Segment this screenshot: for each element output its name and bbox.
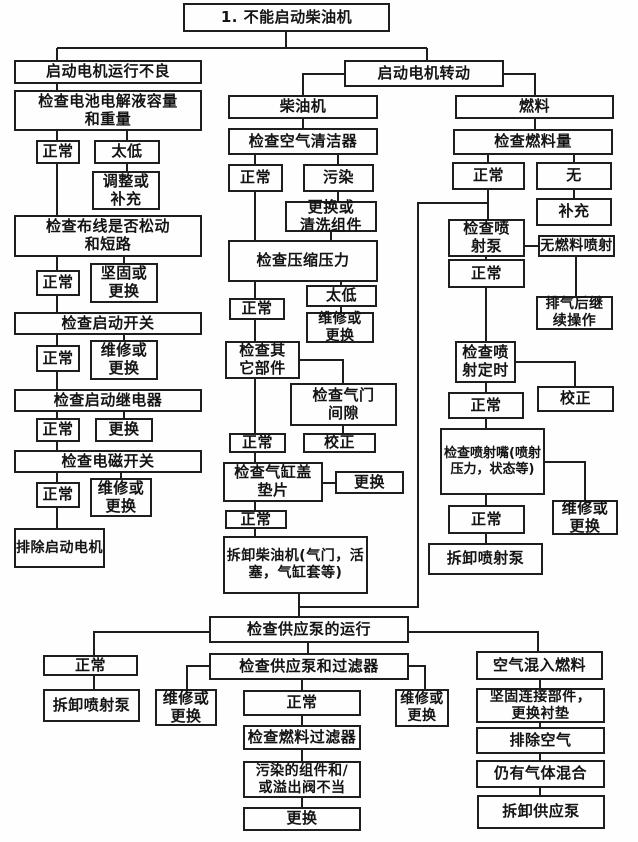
node-start-switch-repair-or-replace: 维修或 更换: [90, 340, 158, 380]
node-air-cleaner-normal: 正常: [228, 164, 283, 192]
node-wiring-normal: 正常: [36, 270, 80, 296]
node-check-supply-pump-filter: 检查供应泵和过滤器: [209, 653, 409, 680]
node-adjust-or-refill: 调整或 补充: [92, 171, 160, 210]
node-dirty-parts-overflow-valve: 污染的组件和/ 或溢出阀不当: [243, 761, 361, 798]
node-start-switch-normal: 正常: [36, 345, 80, 372]
node-check-start-relay: 检查启动继电器: [14, 389, 202, 412]
node-check-air-cleaner: 检查空气清洁器: [228, 128, 378, 155]
node-timing-adjust: 校正: [537, 386, 614, 412]
node-supply-filter-normal: 正常: [243, 690, 361, 716]
node-compression-low: 太低: [306, 285, 377, 307]
node-bleed-air: 排除空气: [476, 727, 605, 754]
node-cannot-start-diesel: 1. 不能启动柴油机: [183, 3, 390, 32]
node-check-fuel-level: 检查燃料量: [453, 129, 613, 155]
node-replace-or-clean-parts: 更换或 清洗组件: [285, 198, 377, 233]
node-battery-normal: 正常: [36, 140, 80, 164]
node-air-mixed-in-fuel: 空气混入燃料: [476, 651, 603, 680]
node-check-injection-pump: 检查喷 射泵: [448, 219, 525, 257]
node-diesel-engine: 柴油机: [228, 95, 378, 119]
node-starter-runs-poorly: 启动电机运行不良: [14, 60, 202, 84]
node-check-start-switch: 检查启动开关: [14, 312, 202, 335]
node-check-compression: 检查压缩压力: [228, 240, 378, 282]
node-compression-normal: 正常: [229, 298, 285, 320]
node-check-injection-timing: 检查喷 射定时: [455, 341, 516, 383]
node-fuel: 燃料: [455, 95, 614, 119]
node-solenoid-repair-or-replace: 维修或 更换: [90, 478, 152, 517]
node-check-head-gasket: 检查气缸盖 垫片: [223, 462, 323, 502]
node-valve-normal: 正常: [229, 433, 286, 453]
node-fuel-none: 无: [536, 162, 612, 190]
node-check-wiring: 检查布线是否松动 和短路: [14, 215, 202, 257]
node-timing-normal: 正常: [448, 392, 524, 419]
node-supply-repair-left: 维修或 更换: [155, 689, 217, 726]
node-starter-motor-turns: 启动电机转动: [344, 60, 504, 87]
node-check-solenoid-switch: 检查电磁开关: [14, 450, 202, 473]
node-air-cleaner-dirty: 污染: [303, 164, 374, 192]
node-bleed-then-continue: 排气后继 续操作: [536, 296, 613, 330]
node-relay-normal: 正常: [36, 418, 80, 442]
node-tighten-or-replace: 坚固或 更换: [90, 263, 158, 303]
node-troubleshoot-starter-motor: 排除启动电机: [14, 528, 105, 568]
node-check-fuel-filter: 检查燃料过滤器: [243, 725, 361, 750]
node-fuel-normal: 正常: [452, 162, 525, 190]
node-check-valve-clearance: 检查气门 间隙: [290, 383, 397, 426]
node-supply-repair-right: 维修或 更换: [395, 689, 449, 727]
node-solenoid-normal: 正常: [36, 482, 80, 508]
node-relay-replace: 更换: [95, 418, 153, 442]
node-nozzle-normal: 正常: [448, 505, 525, 534]
node-compression-repair-or-replace: 维修或 更换: [306, 311, 374, 344]
connector-paths: [56, 32, 586, 807]
node-no-fuel-injection: 无燃料喷射: [538, 235, 615, 257]
node-check-supply-pump-run: 检查供应泵的运行: [209, 616, 409, 643]
node-head-gasket-normal: 正常: [225, 510, 287, 529]
node-valve-adjust: 校正: [303, 433, 376, 453]
node-supply-run-normal: 正常: [43, 655, 138, 676]
node-still-gas-mixed: 仍有气体混合: [476, 760, 605, 788]
node-filter-replace: 更换: [243, 807, 361, 831]
node-head-gasket-replace: 更换: [335, 471, 404, 494]
node-check-injector-nozzle: 检查喷射嘴(喷射 压力，状态等): [440, 428, 545, 495]
node-disassemble-injection-pump: 拆卸喷射泵: [428, 543, 543, 575]
node-tighten-parts-replace-gasket: 坚固连接部件， 更换衬垫: [476, 688, 605, 723]
node-check-battery-electrolyte: 检查电池电解液容量 和重量: [14, 90, 202, 131]
node-disassemble-diesel-engine: 拆卸柴油机(气门，活 塞，气缸套等): [223, 536, 368, 594]
node-check-other-parts: 检查其 它部件: [225, 341, 300, 379]
node-fuel-refill: 补充: [536, 198, 612, 226]
node-disassemble-supply-pump: 拆卸供应泵: [477, 795, 605, 829]
node-disassemble-injection-pump-2: 拆卸喷射泵: [43, 689, 140, 722]
node-injection-pump-normal: 正常: [448, 259, 525, 288]
node-nozzle-repair-or-replace: 维修或 更换: [552, 499, 618, 535]
node-battery-too-low: 太低: [94, 140, 160, 164]
